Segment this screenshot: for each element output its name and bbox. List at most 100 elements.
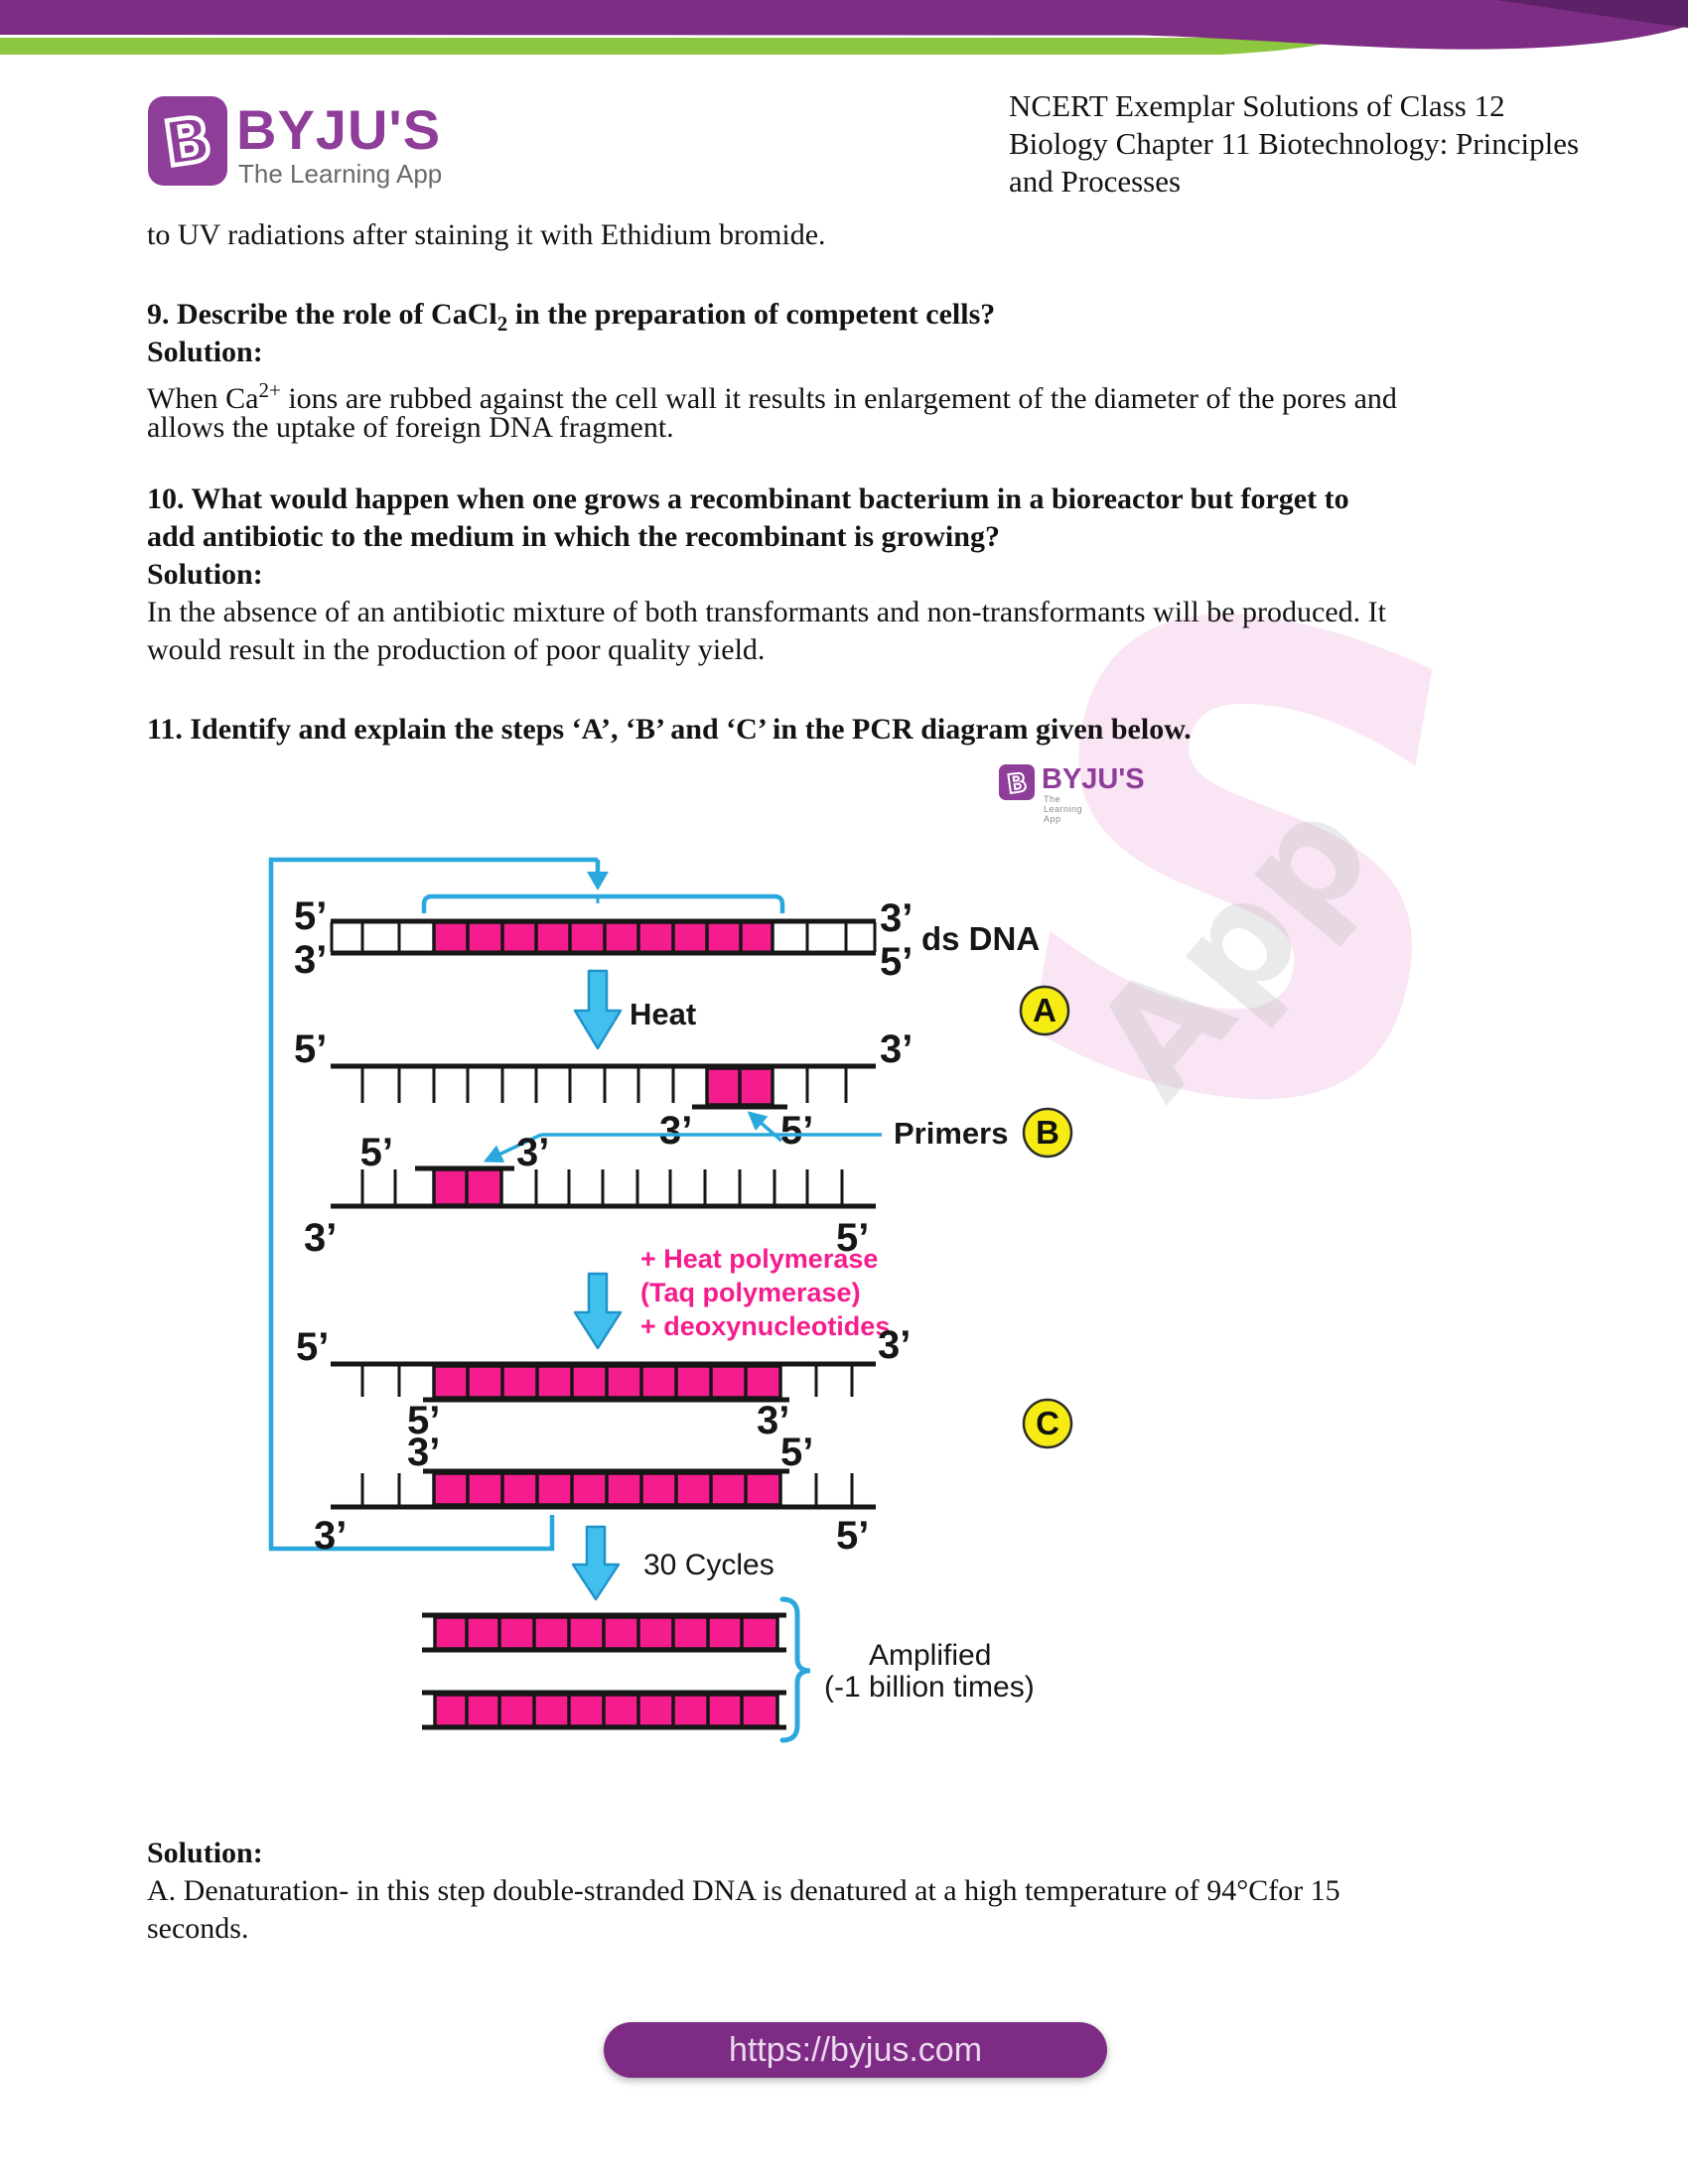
step-a-circle (1019, 985, 1070, 1036)
step-c-circle (1022, 1398, 1073, 1449)
amplified-fragments: Amplified (-1 billion times) (422, 1596, 1035, 1743)
primer-2-pointer-arrow (483, 1133, 542, 1162)
fragment-2-dividers (465, 1695, 744, 1726)
logo-tagline: The Learning App (238, 159, 443, 189)
cycle-loop-line (268, 857, 598, 1552)
byjus-logo-icon: B (148, 96, 227, 186)
template-bases (360, 1364, 854, 1397)
denatured-bottom-strand: 5’ 3’ 3’ 5’ (304, 1131, 876, 1260)
amplified-brace (779, 1596, 811, 1743)
taq-line-3: + deoxynucleotides (640, 1311, 890, 1341)
label-5prime: 5’ (294, 894, 327, 938)
bottom-answer-line-2: seconds. (147, 1912, 249, 1945)
label-3prime: 3’ (878, 1323, 911, 1367)
byjus-url-button[interactable]: https://byjus.com (604, 2022, 1107, 2078)
ds-dna-target-dividers (466, 922, 743, 952)
primers-label: Primers (894, 1116, 1008, 1151)
fragment-1-dividers (465, 1617, 744, 1649)
question-10-title-line-1: 10. What would happen when one grows a r… (147, 482, 1349, 515)
question-9-title: 9. Describe the role of CaCl2 in the pre… (147, 296, 1617, 342)
bottom-solution-label: Solution: (147, 1837, 263, 1869)
header-banner (0, 0, 1688, 55)
title-line-1: NCERT Exemplar Solutions of Class 12 (1009, 88, 1505, 123)
amplified-label-1: Amplified (869, 1639, 991, 1672)
primer-1-pointer-arrow (747, 1111, 783, 1143)
watermark-logo-icon: B (999, 764, 1035, 801)
label-3prime: 3’ (407, 1431, 440, 1474)
label-5prime: 5’ (836, 1514, 869, 1558)
taq-line-2: (Taq polymerase) (640, 1278, 861, 1307)
bottom-strand-bases (360, 1169, 844, 1206)
label-3prime: 3’ (304, 1216, 337, 1260)
title-line-3: and Processes (1009, 164, 1182, 199)
page-title: NCERT Exemplar Solutions of Class 12 Bio… (1009, 87, 1664, 201)
label-5prime: 5’ (294, 1027, 327, 1071)
q9-answer-sup: 2+ (258, 378, 281, 402)
intro-line: to UV radiations after staining it with … (147, 218, 826, 251)
step-c-letter: C (1036, 1405, 1059, 1441)
label-5prime: 5’ (780, 1431, 813, 1474)
label-3prime: 3’ (880, 896, 913, 940)
amplified-label-2: (-1 billion times) (824, 1671, 1035, 1704)
label-3prime: 3’ (294, 938, 327, 982)
question-10-title-line-2: add antibiotic to the medium in which th… (147, 520, 1000, 553)
heat-label: Heat (630, 997, 696, 1031)
amplified-fragment-1 (433, 1615, 779, 1651)
ds-dna-strand: 5’ 3’ 3’ 5’ ds DNA (294, 894, 1040, 984)
extension-product-1: 5’ 3’ 5’ 3’ (296, 1323, 911, 1442)
step-b-circle (1022, 1107, 1073, 1159)
q9-answer-rest: ions are rubbed against the cell wall it… (280, 382, 1397, 415)
label-3prime: 3’ (314, 1514, 347, 1558)
byjus-watermark-logo: B BYJU'S The Learning App (998, 763, 1145, 824)
byjus-logo: B (147, 95, 228, 187)
denatured-top-strand: 5’ 3’ 3’ 5’ (294, 1027, 913, 1153)
label-5prime: 5’ (880, 940, 913, 984)
label-5prime: 5’ (296, 1325, 329, 1369)
ds-dna-rungs (330, 922, 877, 952)
new-strand-1-dividers (466, 1366, 748, 1398)
top-strand-bases (360, 1066, 848, 1103)
question-11-title: 11. Identify and explain the steps ‘A’, … (147, 713, 1192, 746)
taq-polymerase-arrow (573, 1272, 623, 1350)
q9-title-prefix: 9. Describe the role of CaCl (147, 298, 497, 331)
title-line-2: Biology Chapter 11 Biotechnology: Princi… (1009, 126, 1580, 161)
label-5prime: 5’ (780, 1109, 813, 1153)
purple-band (0, 0, 1688, 50)
target-region-bracket (421, 893, 785, 913)
step-a-letter: A (1033, 992, 1056, 1028)
ds-dna-label: ds DNA (921, 920, 1040, 957)
cycles-arrow (571, 1525, 621, 1601)
q9-title-suffix: in the preparation of competent cells? (507, 298, 996, 331)
purple-corner-swoosh (1496, 0, 1688, 28)
heat-arrow (573, 969, 623, 1050)
q9-answer-line-1: When Ca2+ ions are rubbed against the ce… (147, 371, 1617, 418)
logo-brand-text: BYJU'S (236, 98, 442, 161)
q9-solution-label: Solution: (147, 336, 263, 368)
label-5prime: 5’ (360, 1131, 393, 1174)
taq-line-1: + Heat polymerase (640, 1244, 878, 1274)
template-2-bases (360, 1473, 854, 1506)
loop-arrowhead (587, 872, 609, 890)
q9-answer-line-2: allows the uptake of foreign DNA fragmen… (147, 411, 674, 444)
label-3prime: 3’ (757, 1399, 789, 1442)
extension-product-2: 3’ 5’ 3’ 5’ (314, 1431, 876, 1558)
new-strand-2-dividers (466, 1473, 748, 1505)
watermark-logo-brand: BYJU'S (1042, 763, 1145, 795)
amplified-fragment-2 (433, 1693, 779, 1728)
q10-answer-line-2: would result in the production of poor q… (147, 633, 766, 666)
bottom-answer-line-1: A. Denaturation- in this step double-str… (147, 1874, 1340, 1907)
q10-solution-label: Solution: (147, 558, 263, 591)
green-swoosh (0, 34, 1362, 55)
label-5prime: 5’ (407, 1399, 440, 1442)
q9-title-sub: 2 (496, 312, 508, 336)
label-3prime: 3’ (516, 1131, 549, 1174)
label-3prime: 3’ (659, 1109, 692, 1153)
label-5prime: 5’ (836, 1216, 869, 1260)
q9-answer-prefix: When Ca (147, 382, 259, 415)
logo-b-glyph: B (160, 102, 216, 181)
label-3prime: 3’ (880, 1027, 913, 1071)
q10-answer-line-1: In the absence of an antibiotic mixture … (147, 596, 1386, 628)
cycles-label: 30 Cycles (643, 1549, 774, 1581)
